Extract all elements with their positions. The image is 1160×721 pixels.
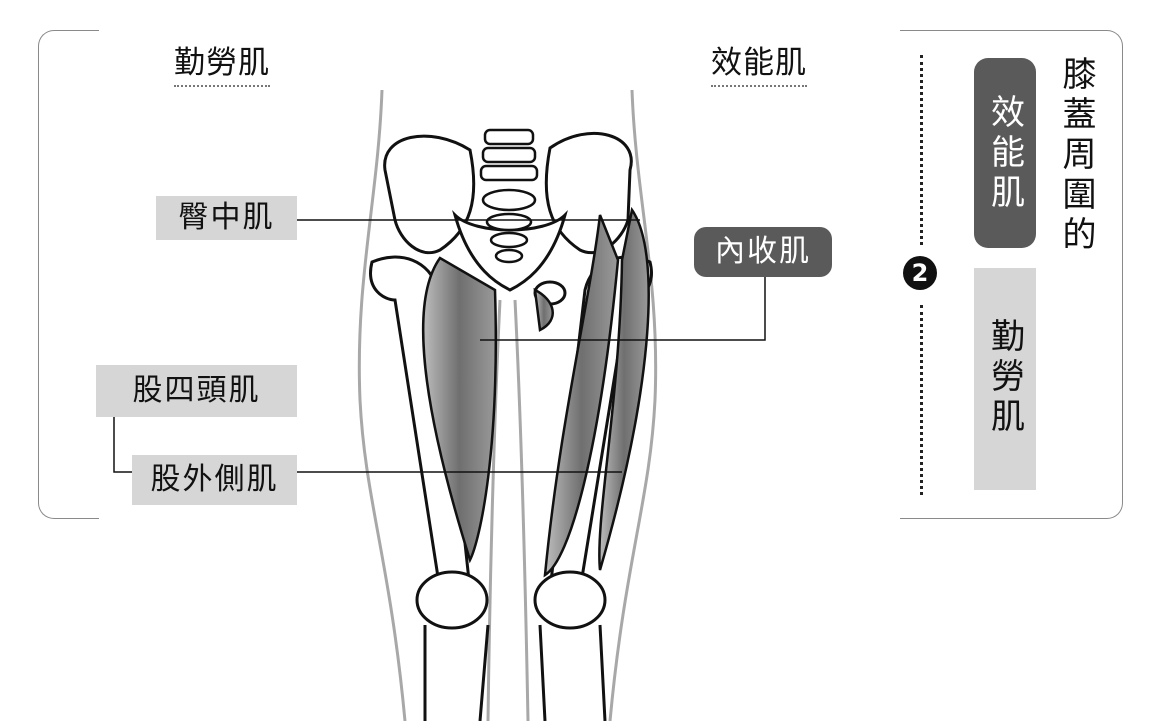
spine xyxy=(479,128,539,264)
femurs xyxy=(369,255,653,721)
label-vastus-lateralis: 股外側肌 xyxy=(132,455,297,505)
sidebar-hardworking-pill: 勤勞肌 xyxy=(974,268,1036,490)
label-gluteus-medius: 臀中肌 xyxy=(156,196,297,240)
left-frame xyxy=(38,30,99,519)
sidebar-efficient-text: 效能肌 xyxy=(984,94,1025,214)
heading-efficient-muscle: 效能肌 xyxy=(711,48,807,87)
sidebar-hardworking-text: 勤勞肌 xyxy=(984,318,1025,438)
label-quadriceps: 股四頭肌 xyxy=(96,365,297,417)
sidebar-efficient-pill: 效能肌 xyxy=(974,58,1036,248)
body-outline xyxy=(357,89,658,721)
dotted-line-top xyxy=(920,55,923,245)
dotted-line-bottom xyxy=(920,305,923,495)
right-frame xyxy=(900,30,1123,519)
heading-hardworking-muscle: 勤勞肌 xyxy=(174,48,270,87)
leader-lines xyxy=(113,219,766,473)
sidebar-title: 膝蓋周圍的 xyxy=(1056,56,1096,256)
muscles xyxy=(421,206,650,578)
label-adductor: 內收肌 xyxy=(694,227,832,277)
number-badge: 2 xyxy=(903,256,937,290)
